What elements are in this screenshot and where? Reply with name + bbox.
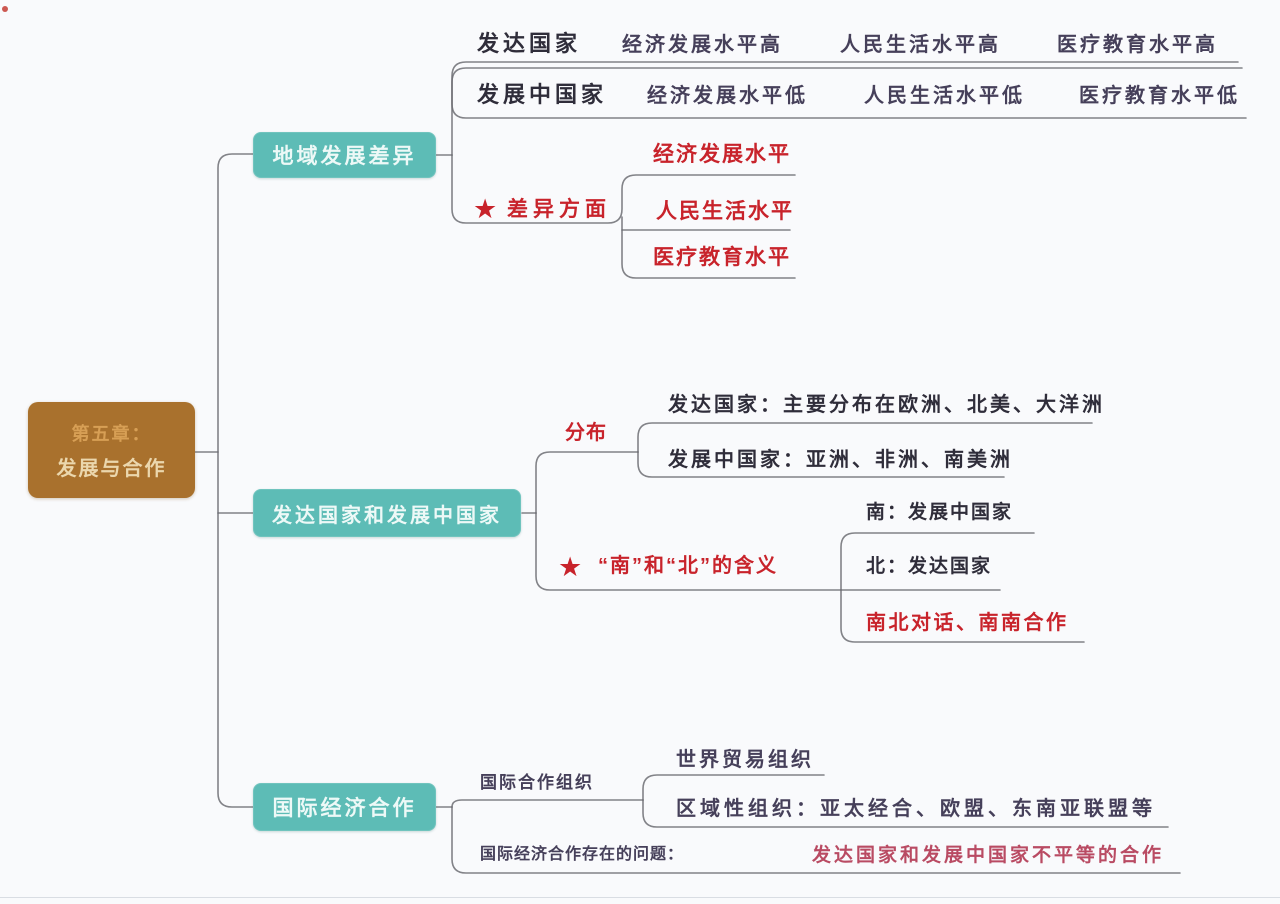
developing-medical-level: 医疗教育水平低 bbox=[1079, 85, 1240, 107]
difference-aspects-label: 差异方面 bbox=[507, 198, 611, 221]
intl-org-label: 国际合作组织 bbox=[480, 773, 594, 792]
branch3-org-underline bbox=[451, 799, 644, 808]
branch2-developed-underline bbox=[637, 422, 1093, 453]
wto-item: 世界贸易组织 bbox=[676, 749, 814, 771]
developed-living-level: 人民生活水平高 bbox=[840, 34, 1001, 56]
developed-economy-level: 经济发展水平高 bbox=[622, 34, 783, 56]
south-definition: 南：发展中国家 bbox=[866, 502, 1014, 523]
developing-economy-level: 经济发展水平低 bbox=[647, 85, 808, 107]
branch-node-regional-differences: 地域发展差异 bbox=[253, 132, 436, 178]
developed-countries-header: 发达国家 bbox=[477, 31, 582, 56]
south-north-meaning-label: “南”和“北”的含义 bbox=[598, 555, 778, 577]
branch3-wto-underline bbox=[642, 774, 825, 801]
developing-living-level: 人民生活水平低 bbox=[864, 85, 1025, 107]
branch2-note-underline bbox=[840, 589, 1085, 643]
root-node: 第五章： 发展与合作 bbox=[28, 402, 195, 498]
distribution-label: 分布 bbox=[565, 422, 607, 444]
star-icon: ★ bbox=[473, 194, 498, 224]
branch2-meaning-underline bbox=[535, 512, 1001, 591]
root-node-subtitle: 发展与合作 bbox=[56, 457, 167, 480]
star-icon: ★ bbox=[558, 552, 583, 582]
branch2-distribution-underline bbox=[535, 451, 639, 514]
regional-org-item: 区域性组织：亚太经合、欧盟、东南亚联盟等 bbox=[676, 798, 1156, 820]
red-dot-mark bbox=[2, 6, 8, 12]
north-definition: 北：发达国家 bbox=[866, 556, 993, 577]
branch-node-intl-cooperation: 国际经济合作 bbox=[253, 783, 436, 831]
cooperation-problems-label: 国际经济合作存在的问题： bbox=[480, 846, 685, 863]
branch2-south-underline bbox=[840, 532, 1035, 591]
developed-medical-level: 医疗教育水平高 bbox=[1057, 34, 1218, 56]
branch2-developing-underline bbox=[637, 451, 1005, 478]
developing-countries-header: 发展中国家 bbox=[477, 82, 608, 107]
branch3-regional-underline bbox=[642, 799, 1169, 828]
aspect-economy: 经济发展水平 bbox=[653, 143, 791, 166]
branch1-row2-bracket bbox=[451, 67, 1247, 119]
branch1-row1-underline bbox=[451, 61, 1239, 156]
branch3-problem-underline bbox=[451, 806, 1181, 874]
south-north-dialogue-note: 南北对话、南南合作 bbox=[866, 612, 1069, 634]
trunk-connector bbox=[217, 153, 254, 808]
branch-node-developed-developing: 发达国家和发展中国家 bbox=[253, 489, 521, 537]
branch1-aspects-bracket-lower bbox=[621, 216, 796, 279]
aspect-medical: 医疗教育水平 bbox=[653, 246, 791, 269]
distribution-developing: 发展中国家：亚洲、非洲、南美洲 bbox=[668, 449, 1013, 471]
branch1-aspects-bracket bbox=[451, 154, 796, 224]
distribution-developed: 发达国家：主要分布在欧洲、北美、大洋洲 bbox=[668, 394, 1105, 416]
cooperation-problems-highlight: 发达国家和发展中国家不平等的合作 bbox=[812, 845, 1165, 866]
root-node-title: 第五章： bbox=[71, 423, 152, 444]
bottom-divider bbox=[0, 897, 1280, 898]
aspect-living: 人民生活水平 bbox=[656, 200, 794, 223]
